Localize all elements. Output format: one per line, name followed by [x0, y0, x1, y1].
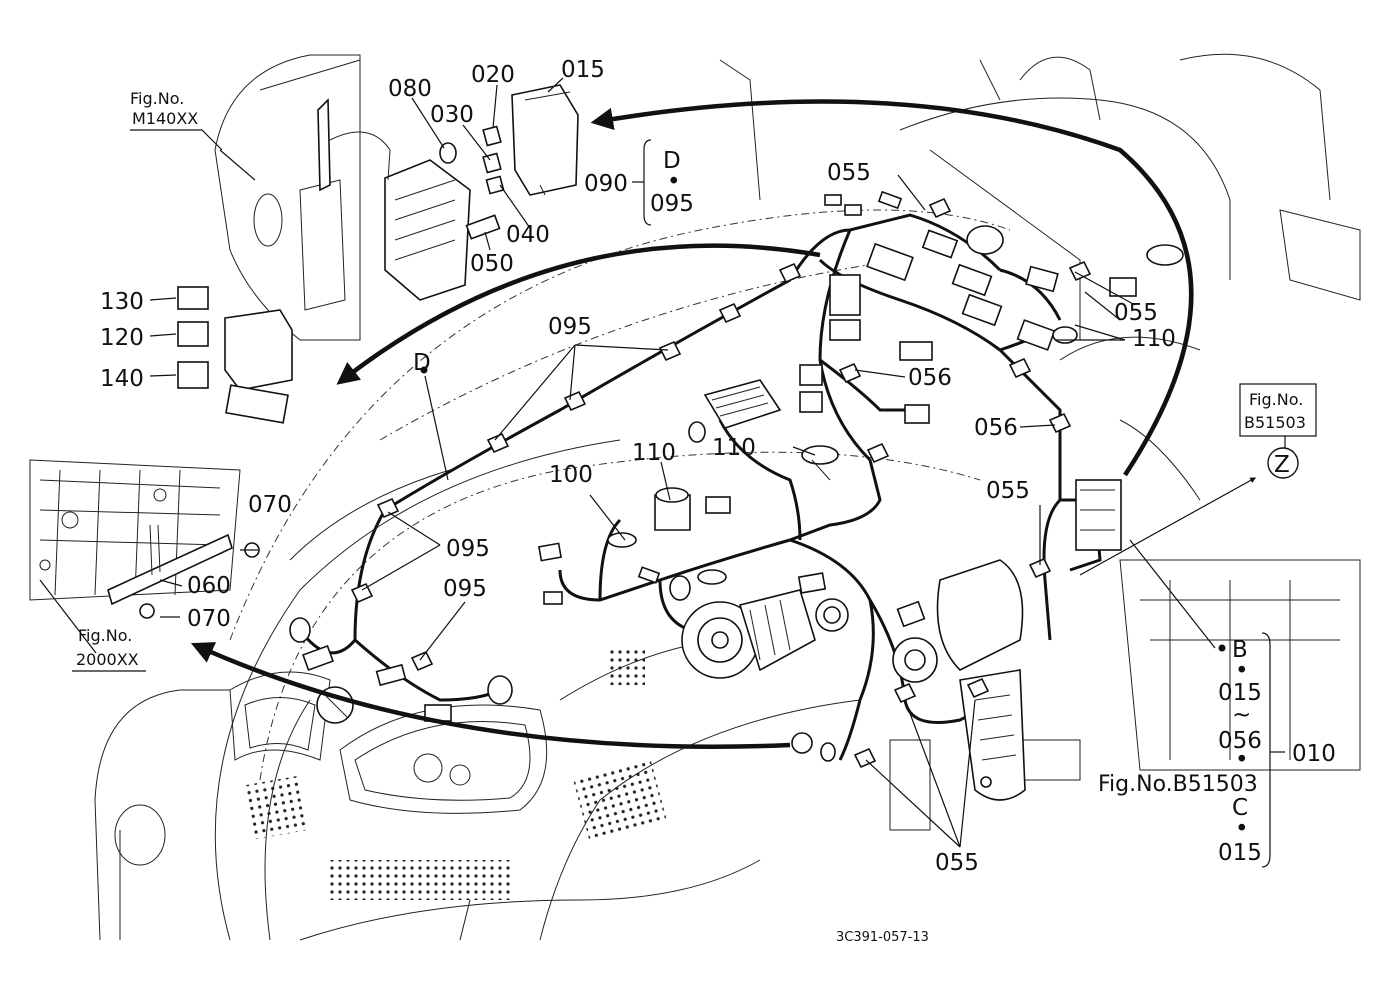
bracket-010-c-value: 015 [1218, 840, 1262, 866]
bracket-010-dot1: • [1235, 658, 1249, 684]
bracket-010-group: B • 015 ~ 056 • Fig.No.B51503 C • 015 [1098, 637, 1262, 866]
bracket-010-dot2: • [1235, 747, 1249, 773]
callout-055-top: 055 [827, 160, 871, 186]
callout-095-top: 095 [548, 314, 592, 340]
harness-components [107, 84, 1184, 801]
tractor-body-outline [29, 53, 1361, 941]
callout-140: 140 [100, 366, 144, 392]
callout-110-left: 110 [632, 440, 676, 466]
bracket-010-dot3: • [1235, 816, 1249, 842]
leader-lines [39, 77, 1286, 868]
bracket-010-from: 015 [1218, 680, 1262, 706]
figure-ref-2000xx: Fig.No. 2000XX [72, 626, 146, 672]
figref-2000-line2: 2000XX [76, 650, 139, 669]
callout-056-upper: 056 [908, 365, 952, 391]
main-wiring-harness [298, 213, 1102, 761]
callout-070-upper: 070 [248, 492, 292, 518]
view-marker-z: Z [1267, 447, 1299, 479]
bracket-090-bottom: 095 [650, 191, 694, 217]
bracket-060 [107, 524, 260, 619]
callout-055-mid: 055 [986, 478, 1030, 504]
figref-b51503-line2: B51503 [1244, 413, 1306, 432]
callout-060: 060 [187, 573, 231, 599]
callout-095-bottom: 095 [443, 576, 487, 602]
figref-m140-line2: M140XX [132, 109, 198, 128]
starter-motor [892, 559, 1024, 683]
drawing-number: 3C391-057-13 [836, 930, 929, 945]
heat-shield [959, 669, 1026, 801]
callout-015: 015 [561, 57, 605, 83]
callout-055-right: 055 [1114, 300, 1158, 326]
callout-070-lower: 070 [187, 606, 231, 632]
callout-130: 130 [100, 289, 144, 315]
callout-056-lower: 056 [974, 415, 1018, 441]
callout-090: 090 [584, 171, 628, 197]
bracket-090-group: D • 095 [650, 148, 694, 217]
alternator [681, 589, 816, 679]
bracket-010-to: 056 [1218, 728, 1262, 754]
callout-110-center: 110 [712, 435, 756, 461]
callout-080: 080 [388, 76, 432, 102]
bracket-010-figref: Fig.No.B51503 [1098, 772, 1258, 797]
callout-020: 020 [471, 62, 515, 88]
figure-ref-b51503: Fig.No. B51503 [1239, 383, 1317, 437]
fuse-box-parts [439, 84, 579, 240]
reference-arrows [190, 99, 1257, 749]
view-marker-z-letter: Z [1274, 452, 1290, 478]
callout-055-bottom: 055 [935, 850, 979, 876]
bracket-010-tilde: ~ [1232, 702, 1251, 728]
callout-010: 010 [1292, 741, 1336, 767]
callout-110-right: 110 [1132, 326, 1176, 352]
callout-100: 100 [549, 462, 593, 488]
figref-m140-line1: Fig.No. [130, 89, 184, 108]
figure-ref-m140xx: Fig.No. M140XX [130, 89, 223, 151]
callout-labels: 015 020 080 030 040 050 090 130 120 140 … [100, 57, 1336, 876]
side-connectors [177, 286, 293, 424]
bracket-010-b: B [1232, 637, 1248, 663]
callout-050: 050 [470, 251, 514, 277]
callout-030: 030 [430, 102, 474, 128]
callout-120: 120 [100, 325, 144, 351]
callout-095-middle: 095 [446, 536, 490, 562]
bracket-090-dot: • [667, 169, 681, 195]
bracket-090-top: D [663, 148, 681, 174]
figref-2000-line1: Fig.No. [78, 626, 132, 645]
figref-b51503-line1: Fig.No. [1249, 390, 1303, 409]
bracket-010-c: C [1232, 795, 1248, 821]
callout-letter-d: D [413, 350, 431, 376]
callout-040: 040 [506, 222, 550, 248]
